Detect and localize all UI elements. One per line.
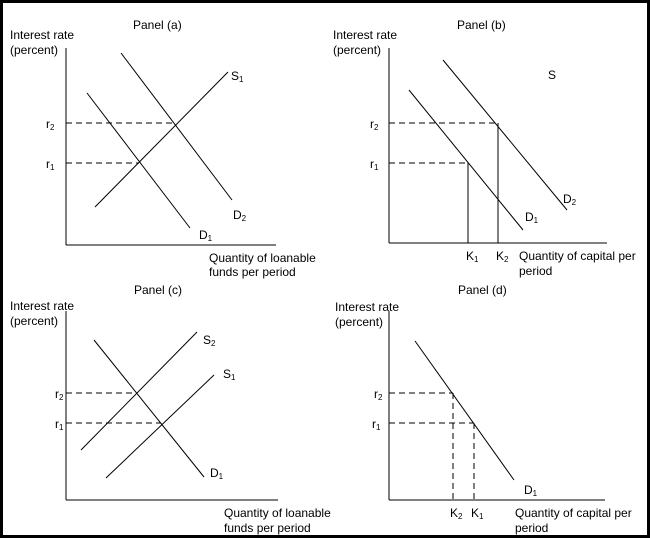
panel-c-s2-label: S2 [203,333,215,351]
curve-subscript: 1 [533,216,539,225]
panel-c-x-label-line1: Quantity of loanable [224,506,331,520]
curve-letter: D [233,208,242,222]
panel-c-r2-label: r2 [55,387,63,405]
marker-subscript: 2 [378,393,383,402]
panel-b-k2-label: K2 [496,249,508,267]
curve-letter: D [525,210,534,224]
panel-b-y-label-line1: Interest rate [333,28,398,42]
panel-b-r2-label: r2 [370,117,378,135]
marker-letter: r [46,157,50,171]
curve-letter: S [231,69,240,83]
curve-letter: S [203,333,212,347]
curve-subscript: 1 [231,373,236,382]
panel-d-k2-label: K2 [450,506,462,524]
curve-letter: S [548,68,557,82]
panel-a-y-label-line1: Interest rate [10,28,75,42]
panel-c-r1-label: r1 [55,417,63,435]
panel-c-y-label-line2: (percent) [10,314,59,328]
marker-letter: r [55,387,59,401]
panel-d-x-label-line2: period [515,521,549,535]
marker-subscript: 1 [479,512,484,521]
panel-b-lines [388,48,607,244]
marker-letter: r [370,157,374,171]
curve-letter: D [524,483,533,497]
panel-a-y-label-line2: (percent) [10,43,59,57]
panel-b-d2-curve [442,59,568,211]
marker-letter: r [370,117,374,131]
panel-c-y-label-line1: Interest rate [10,299,75,313]
panel-c-title: Panel (c) [134,283,183,297]
marker-subscript: 1 [50,163,55,172]
panel-b-s-label: S [548,68,556,82]
curve-subscript: 2 [241,214,247,223]
panel-d-d1-curve [414,340,515,481]
curve-letter: D [563,192,572,206]
panel-d-title: Panel (d) [458,283,507,297]
panel-c-s2-curve [80,331,198,451]
panel-a-s1-curve [94,71,229,208]
curve-subscript: 1 [532,489,538,498]
panel-b-x-label-line2: period [519,264,553,278]
panel-a-title: Panel (a) [133,18,182,32]
panel-c-lines [65,311,278,501]
marker-letter: r [372,417,376,431]
curve-letter: S [223,367,232,381]
panel-d-x-label-line1: Quantity of capital per [515,506,632,520]
panel-b-r1-label: r1 [370,157,378,175]
panel-a-s1-label: S1 [231,69,243,87]
marker-letter: K [466,249,475,263]
panel-d-y-label-line1: Interest rate [335,300,400,314]
marker-letter: K [450,506,459,520]
panel-c-s1-curve [105,374,215,479]
panel-c-s1-label: S1 [223,367,235,385]
panel-a-x-label-line1: Quantity of loanable [209,251,316,265]
curve-subscript: 2 [571,198,577,207]
panel-d-r1-label: r1 [372,417,380,435]
panel-a-x-label-line2: funds per period [209,265,296,279]
panel-d-r2-label: r2 [374,387,382,405]
panel-a-r2-label: r2 [46,117,54,135]
panel-d-lines [388,311,605,501]
panel-a-d1-curve [86,92,191,229]
curve-letter: D [210,466,219,480]
marker-subscript: 1 [374,163,379,172]
panel-c-d1-label: D1 [210,466,223,484]
panel-b-x-label-line1: Quantity of capital per [519,249,636,263]
panel-a-r1-label: r1 [46,157,54,175]
curve-subscript: 1 [207,234,213,243]
marker-letter: r [55,417,59,431]
marker-letter: r [374,387,378,401]
marker-subscript: 2 [504,255,509,264]
curve-subscript: 1 [239,75,244,84]
marker-letter: K [496,249,505,263]
marker-letter: K [471,506,480,520]
marker-subscript: 2 [458,512,463,521]
panel-d-d1-label: D1 [524,483,537,501]
marker-subscript: 2 [50,123,55,132]
panel-d-k1-label: K1 [471,506,483,524]
panel-c-x-label-line2: funds per period [224,521,311,535]
panel-a-lines [65,48,276,246]
curve-subscript: 2 [211,339,216,348]
panel-b-k1-label: K1 [466,249,478,267]
panel-b-d1-label: D1 [525,210,538,228]
marker-subscript: 2 [59,393,64,402]
curve-subscript: 1 [218,472,224,481]
panel-b-title: Panel (b) [457,18,506,32]
panel-b-d2-label: D2 [563,192,576,210]
panel-b-y-label-line2: (percent) [333,43,382,57]
marker-subscript: 1 [59,423,64,432]
marker-subscript: 1 [376,423,381,432]
marker-subscript: 1 [474,255,479,264]
diagram-lines [65,48,607,501]
panel-a-d1-label: D1 [199,228,212,246]
marker-letter: r [46,117,50,131]
panel-a-d2-curve [120,52,233,201]
panel-d-y-label-line2: (percent) [335,315,384,329]
panel-a-d2-label: D2 [233,208,246,226]
panel-c-d1-curve [93,339,205,478]
curve-letter: D [199,228,208,242]
marker-subscript: 2 [374,123,379,132]
panel-b-d1-curve [408,89,524,231]
